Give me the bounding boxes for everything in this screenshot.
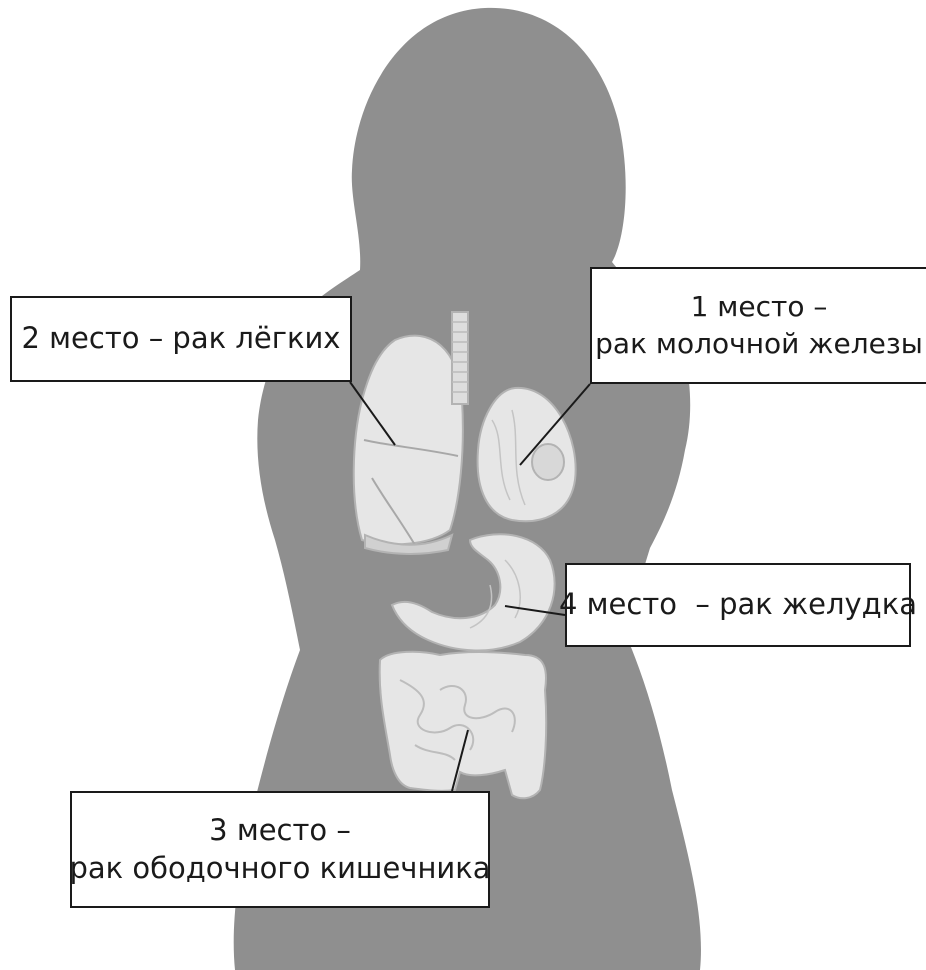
label-colon-cancer-name: рак ободочного кишечника (69, 850, 490, 888)
label-stomach-cancer-text: 4 место – рак желудка (559, 586, 917, 624)
label-colon-cancer-rank: 3 место – (209, 812, 351, 850)
label-breast-cancer: 1 место – рак молочной железы (590, 267, 926, 384)
label-lung-cancer-text: 2 место – рак лёгких (22, 320, 341, 358)
label-breast-cancer-rank: 1 место – (691, 289, 828, 325)
label-breast-cancer-name: рак молочной железы (595, 326, 923, 362)
label-stomach-cancer: 4 место – рак желудка (565, 563, 911, 647)
label-lung-cancer: 2 место – рак лёгких (10, 296, 352, 382)
label-colon-cancer: 3 место – рак ободочного кишечника (70, 791, 490, 908)
